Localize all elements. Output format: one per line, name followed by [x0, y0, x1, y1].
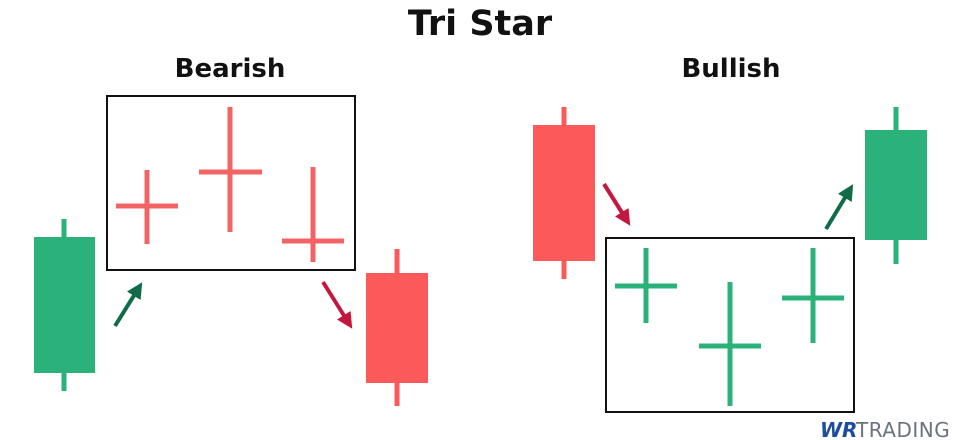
logo-prefix: WR	[820, 418, 857, 440]
diagram-title: Tri Star	[408, 4, 553, 44]
bullish-green-candle	[865, 107, 927, 264]
bearish-doji-2	[199, 107, 262, 232]
bullish-red-candle	[533, 107, 595, 279]
bearish-pattern	[34, 95, 428, 406]
bullish-label: Bullish	[681, 54, 780, 84]
bearish-doji-3	[282, 167, 344, 262]
bearish-label: Bearish	[175, 54, 286, 84]
bullish-tri-star-box	[605, 237, 855, 413]
bullish-up-arrow-icon	[824, 184, 854, 231]
bullish-doji-3	[782, 248, 844, 343]
logo-suffix: TRADING	[855, 418, 950, 440]
bearish-tri-star-box	[106, 95, 356, 271]
bearish-down-arrow-icon	[321, 280, 353, 329]
bearish-up-arrow-icon	[113, 282, 143, 328]
bullish-doji-2	[699, 282, 761, 406]
bearish-green-candle	[34, 219, 95, 391]
bullish-pattern	[533, 107, 927, 413]
bullish-down-arrow-icon	[602, 182, 631, 226]
bearish-doji-1	[116, 170, 178, 244]
bearish-red-candle	[366, 249, 428, 406]
wr-trading-logo: WR TRADING	[820, 418, 950, 440]
bullish-doji-1	[615, 248, 677, 323]
